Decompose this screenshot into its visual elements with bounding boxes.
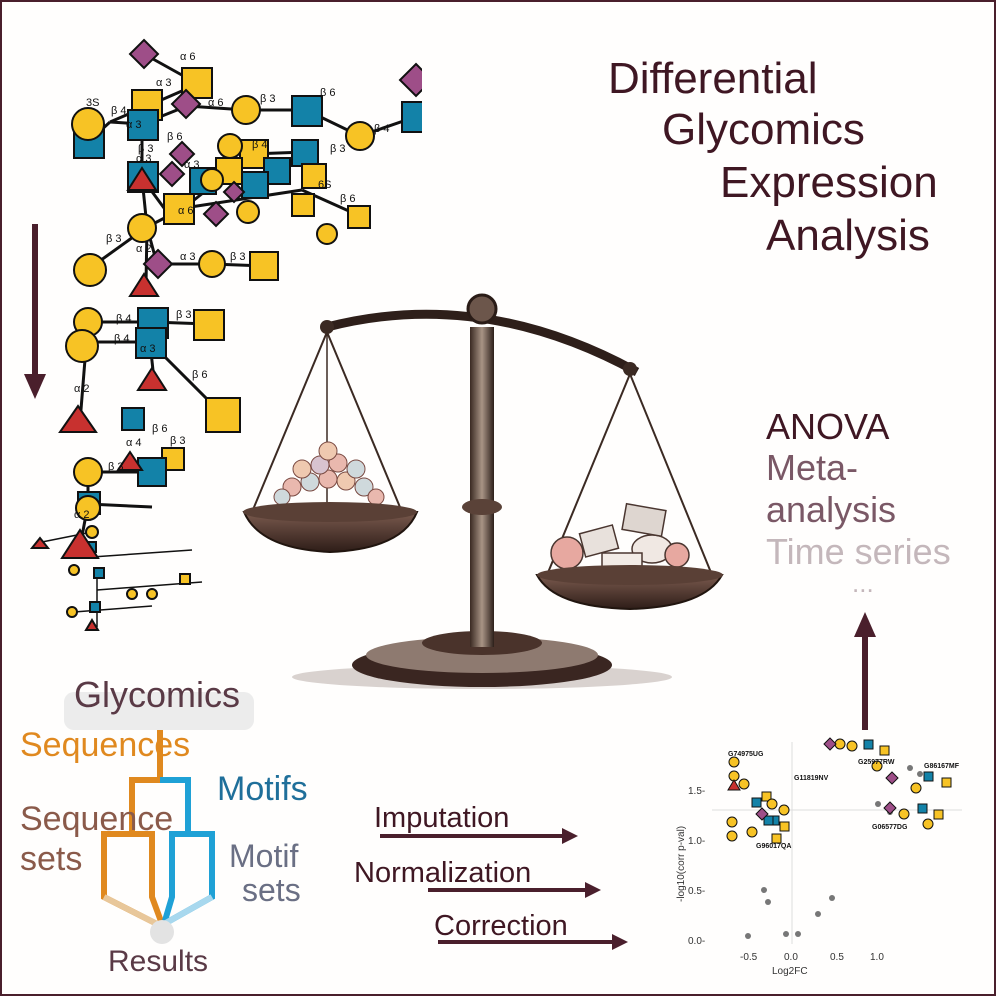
volcano-point	[761, 887, 767, 893]
flow-results-label: Results	[108, 945, 209, 978]
glycan-linkage-label: α 4	[126, 437, 142, 449]
down-arrow-icon	[24, 224, 46, 399]
glycan-linkage-label: 3S	[86, 97, 99, 109]
glycan-linkage-label: β 6	[192, 369, 208, 381]
step-arrows	[380, 828, 628, 950]
volcano-point	[795, 931, 801, 937]
volcano-label-1: G74975UG	[728, 751, 764, 758]
volcano-point	[765, 899, 771, 905]
glycan-linkage-label: α 3	[184, 159, 200, 171]
glycan-linkage-label: β 3	[230, 251, 246, 263]
glycan-linkage-label: 6S	[318, 179, 331, 191]
glycan-linkage-label: α 6	[178, 205, 194, 217]
balance-scale-illustration	[242, 293, 724, 689]
volcano-point	[829, 895, 835, 901]
x-tick-1: -0.5	[740, 952, 758, 963]
arrow-right-icon	[612, 934, 628, 950]
x-tick-4: 1.0	[870, 952, 884, 963]
x-tick-3: 0.5	[830, 952, 844, 963]
glycan-linkage-label: α 3	[136, 153, 152, 165]
analysis-flow-tree	[64, 692, 254, 944]
results-node	[150, 920, 174, 944]
glycan-linkage-label: α 3	[180, 251, 196, 263]
glycan-linkage-label: α 2	[74, 509, 90, 521]
volcano-point	[875, 801, 881, 807]
title-line-2: Glycomics	[662, 105, 865, 154]
glycan-linkage-label: β 3	[108, 461, 124, 473]
glycan-linkage-label: β 6	[167, 131, 183, 143]
glycan-linkage-label: β 3	[138, 143, 154, 155]
glycan-linkage-label: β 4	[374, 123, 390, 135]
arrow-right-icon	[562, 828, 578, 844]
flow-sequences-label: Sequences	[20, 726, 191, 764]
glycomics-box	[64, 692, 254, 730]
glycan-linkage-label: α 2	[136, 243, 152, 255]
volcano-label-6: G06577DG	[872, 824, 908, 831]
glycan-linkage-label: β 6	[340, 193, 356, 205]
glycan-linkage-label: α 3	[140, 343, 156, 355]
flow-glycomics-label: Glycomics	[74, 674, 241, 715]
glycan-linkage-label: β 3	[106, 233, 122, 245]
title-line-1: Differential	[608, 54, 818, 103]
step-correction: Correction	[434, 910, 568, 942]
x-tick-2: 0.0	[784, 952, 798, 963]
volcano-label-2: G11819NV	[794, 775, 829, 782]
volcano-label-4: G86167MF	[924, 763, 960, 770]
glycan-linkage-label: β 6	[152, 423, 168, 435]
flow-sequence-sets-label-2: sets	[20, 840, 83, 878]
glycan-linkage-label: α 3	[156, 77, 172, 89]
glycan-linkage-label: α 6	[180, 51, 196, 63]
method-meta-analysis-1: Meta-	[766, 447, 859, 488]
title-line-3: Expression	[720, 158, 938, 207]
glycan-linkage-label: β 4	[252, 139, 268, 151]
y-tick-1: 0.0-	[688, 936, 705, 947]
glycan-linkage-label: β 4	[114, 333, 130, 345]
y-tick-3: 1.0-	[688, 836, 705, 847]
flow-sequence-sets-label-1: Sequence	[20, 800, 174, 838]
glycan-linkage-label: β 3	[170, 435, 186, 447]
arrow-right-icon	[585, 882, 601, 898]
volcano-xlabel: Log2FC	[772, 966, 808, 977]
method-meta-analysis-2: analysis	[766, 489, 897, 530]
glycan-linkage-label: α 6	[208, 97, 224, 109]
y-tick-2: 0.5-	[688, 886, 705, 897]
glycan-linkage-label: β 3	[260, 93, 276, 105]
flow-motif-sets-label-1: Motif	[229, 838, 299, 874]
volcano-plot: G74975UG G11819NV G25977RW G86167MF G960…	[676, 737, 962, 977]
method-time-series: Time series	[766, 531, 951, 572]
volcano-label-5: G96017QA	[756, 843, 791, 850]
step-normalization: Normalization	[354, 857, 532, 889]
glycan-linkage-label: β 6	[320, 87, 336, 99]
method-more: ...	[852, 568, 874, 598]
glycan-linkage-label: β 4	[111, 105, 127, 117]
volcano-point	[815, 911, 821, 917]
flow-motifs-label: Motifs	[217, 770, 308, 808]
glycan-linkage-label: α 2	[74, 383, 90, 395]
step-imputation: Imputation	[374, 802, 510, 834]
volcano-point	[745, 933, 751, 939]
volcano-point	[917, 771, 923, 777]
volcano-point	[783, 931, 789, 937]
glycan-linkage-label: β 3	[330, 143, 346, 155]
volcano-label-3: G25977RW	[858, 759, 895, 766]
title-line-4: Analysis	[766, 211, 930, 260]
y-tick-4: 1.5-	[688, 786, 705, 797]
glycan-linkage-label: α 3	[126, 119, 142, 131]
volcano-point	[907, 765, 913, 771]
volcano-ylabel: -log10(corr p-val)	[676, 826, 687, 902]
method-anova: ANOVA	[766, 406, 890, 447]
glycan-linkage-label: β 3	[176, 309, 192, 321]
flow-motif-sets-label-2: sets	[242, 872, 301, 908]
glycan-linkage-label: β 4	[116, 313, 132, 325]
up-arrow-icon	[854, 612, 876, 730]
